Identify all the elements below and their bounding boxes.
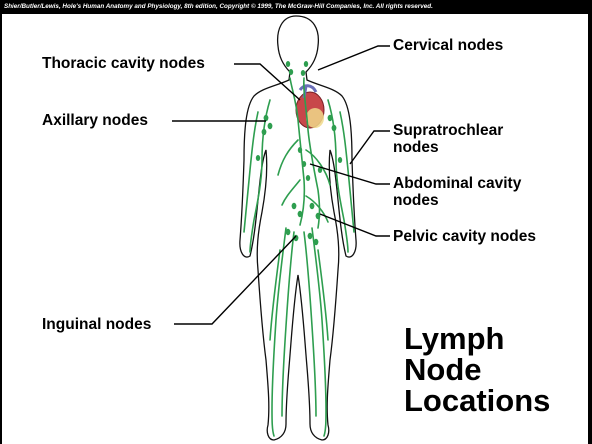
heart-highlight [306, 108, 324, 128]
node-axillary-4 [328, 115, 333, 121]
node-pelvic-3 [310, 203, 315, 209]
node-inguinal-1 [286, 229, 291, 235]
lymph-vessel-network [244, 78, 354, 436]
node-abdominal-3 [306, 175, 310, 181]
node-pelvic-4 [316, 213, 321, 219]
diagram-title: Lymph Node Locations [404, 323, 550, 416]
label-cervical-nodes: Cervical nodes [393, 37, 503, 54]
node-pelvic-2 [298, 211, 303, 217]
node-axillary-3 [262, 129, 267, 135]
node-cervical-4 [301, 70, 305, 76]
node-pelvic-1 [292, 203, 297, 209]
leader-abdominal [310, 164, 390, 184]
node-axillary-1 [264, 115, 269, 121]
node-cervical-2 [289, 69, 293, 75]
title-line-3: Locations [404, 385, 550, 416]
node-supratrochlear-1 [256, 155, 260, 161]
label-axillary-nodes: Axillary nodes [42, 112, 148, 129]
node-axillary-5 [332, 125, 337, 131]
node-abdominal-1 [298, 147, 302, 153]
label-inguinal-nodes: Inguinal nodes [42, 316, 151, 333]
title-line-2: Node [404, 354, 550, 385]
title-line-1: Lymph [404, 323, 550, 354]
label-abdominal-line1: Abdominal cavity [393, 175, 521, 192]
label-abdominal-line2: nodes [393, 192, 439, 209]
node-cervical-3 [304, 61, 308, 67]
node-inguinal-3 [308, 233, 313, 239]
label-pelvic-cavity-nodes: Pelvic cavity nodes [393, 228, 536, 245]
leader-lines [172, 46, 390, 324]
node-inguinal-4 [314, 239, 319, 245]
node-axillary-2 [268, 123, 273, 129]
node-supratrochlear-2 [338, 157, 342, 163]
node-abdominal-2 [302, 161, 306, 167]
label-supratrochlear-line2: nodes [393, 139, 439, 156]
leader-cervical [318, 46, 390, 70]
label-thoracic-cavity-nodes: Thoracic cavity nodes [42, 55, 205, 72]
node-cervical-1 [286, 61, 290, 67]
leader-inguinal [174, 236, 296, 324]
leader-supratrochlear [350, 131, 390, 164]
label-supratrochlear-line1: Supratrochlear [393, 122, 503, 139]
body-outline [240, 16, 356, 440]
